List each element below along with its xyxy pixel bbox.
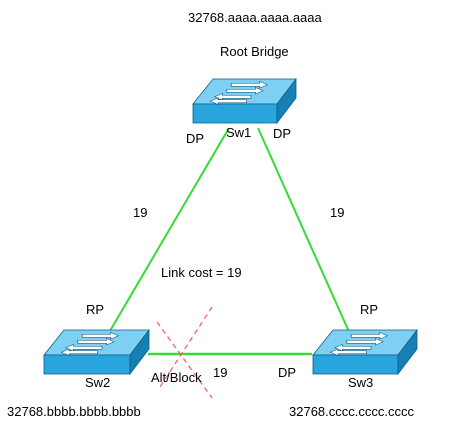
link-cost-legend: Link cost = 19 [161, 265, 242, 280]
switch-sw2-icon [43, 328, 150, 376]
blocked-port-x-icon [156, 306, 213, 399]
link-sw1-sw3-cost: 19 [330, 205, 345, 220]
sw2-bridge-id: 32768.bbbb.bbbb.bbbb [7, 404, 141, 419]
sw2-name: Sw2 [85, 375, 111, 390]
sw3-bridge-id: 32768.cccc.cccc.cccc [289, 404, 414, 419]
root-bridge-id: 32768.aaaa.aaaa.aaaa [188, 10, 322, 25]
link-sw1-sw2 [106, 127, 230, 337]
sw3-root-port-role: RP [360, 302, 379, 317]
sw1-name: Sw1 [226, 125, 252, 140]
link-sw1-sw2-cost: 19 [133, 205, 148, 220]
sw3-name: Sw3 [348, 375, 374, 390]
switch-sw1-icon [192, 77, 297, 125]
sw1-right-port-role: DP [273, 126, 292, 141]
sw2-blocked-port-role: Alt/Block [151, 370, 202, 385]
sw1-left-port-role: DP [186, 131, 205, 146]
sw3-designated-port-role: DP [278, 365, 297, 380]
root-bridge-title: Root Bridge [220, 44, 289, 59]
link-sw1-sw3 [257, 127, 351, 335]
switch-sw3-icon [312, 328, 418, 376]
link-sw2-sw3-cost: 19 [213, 365, 228, 380]
sw2-root-port-role: RP [86, 302, 105, 317]
